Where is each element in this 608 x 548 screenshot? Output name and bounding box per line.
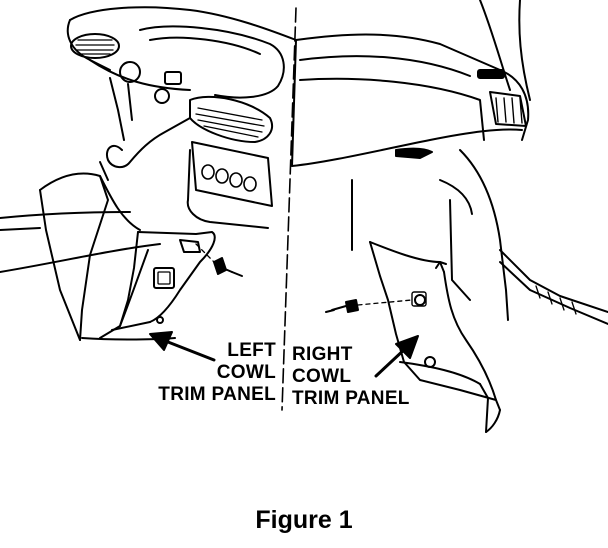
right-dashboard (291, 0, 608, 325)
left-label-line-1: LEFT (227, 340, 276, 361)
right-callout-arrow (374, 335, 419, 378)
left-dashboard (0, 6, 297, 273)
right-cowl-trim-panel-label: RIGHT COWL TRIM PANEL (292, 344, 452, 410)
left-cowl-trim-panel-label: LEFT COWL TRIM PANEL (126, 340, 276, 406)
left-cowl-trim-panel (39, 172, 243, 341)
right-label-line-2: COWL (292, 366, 352, 387)
right-label-line-1: RIGHT (292, 344, 353, 365)
figure-caption: Figure 1 (255, 506, 353, 534)
right-label-line-3: TRIM PANEL (292, 388, 410, 409)
right-cowl-trim-panel (325, 241, 501, 433)
left-label-line-3: TRIM PANEL (158, 384, 276, 405)
divider-line (281, 7, 297, 411)
left-label-line-2: COWL (216, 362, 276, 383)
left-callout-arrow (149, 331, 216, 362)
